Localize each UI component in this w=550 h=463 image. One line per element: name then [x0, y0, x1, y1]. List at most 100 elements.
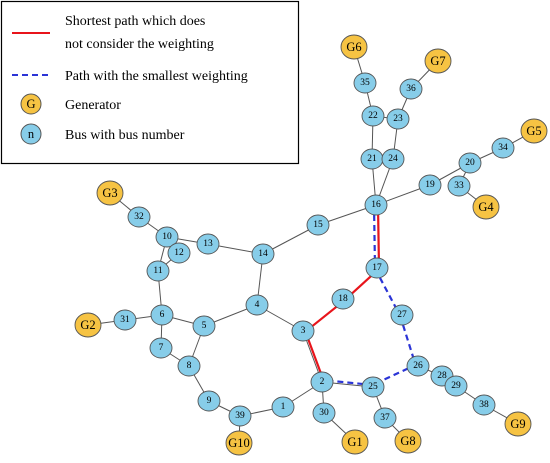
- bus-label: 29: [451, 381, 461, 391]
- bus-node: [331, 288, 355, 310]
- bus-node: [155, 226, 179, 248]
- bus-node: [149, 337, 173, 359]
- generator-G3: G3: [96, 180, 124, 206]
- bus-node: [386, 108, 410, 130]
- bus-label: 5: [202, 321, 207, 331]
- bus-11: 11: [146, 260, 170, 282]
- generator-node: [504, 411, 532, 437]
- bus-node: [251, 243, 275, 265]
- bus-38: 38: [472, 394, 496, 416]
- legend-bus-symbol: n: [28, 127, 35, 141]
- generator-node: [74, 312, 102, 338]
- bus-node: [365, 257, 389, 279]
- bus-node: [472, 394, 496, 416]
- bus-label: 25: [368, 382, 378, 392]
- bus-label: 31: [120, 315, 130, 325]
- bus-label: 15: [313, 220, 323, 230]
- bus-node: [381, 148, 405, 170]
- bus-23: 23: [386, 108, 410, 130]
- bus-label: 34: [498, 143, 508, 153]
- bus-node: [271, 396, 295, 418]
- generator-label: G3: [102, 186, 117, 200]
- legend-generator-icon: [20, 93, 42, 115]
- legend-shortest-path-label: Shortest path which does: [65, 14, 205, 29]
- legend-generator-symbol: G: [26, 97, 35, 111]
- generator-label: G2: [80, 318, 95, 332]
- bus-label: 10: [162, 232, 172, 242]
- bus-node: [113, 309, 137, 331]
- generator-G5: G5: [520, 118, 548, 144]
- generator-label: G7: [430, 54, 445, 68]
- generator-label: G1: [347, 435, 362, 449]
- bus-6: 6: [150, 304, 174, 326]
- bus-node: [167, 242, 191, 264]
- bus-node: [418, 174, 442, 196]
- bus-35: 35: [353, 72, 377, 94]
- generator-node: [341, 429, 369, 455]
- bus-node: [399, 78, 423, 100]
- bus-37: 37: [373, 407, 397, 429]
- bus-node: [447, 175, 471, 197]
- bus-13: 13: [196, 233, 220, 255]
- bus-21: 21: [360, 148, 384, 170]
- weighted-path-segment: [372, 205, 377, 269]
- legend-generator-label: Generator: [65, 98, 121, 113]
- bus-34: 34: [491, 137, 515, 159]
- bus-node: [373, 407, 397, 429]
- bus-32: 32: [127, 206, 151, 228]
- bus-node: [390, 304, 414, 326]
- bus-label: 13: [203, 239, 213, 249]
- bus-node: [291, 320, 315, 342]
- bus-24: 24: [381, 148, 405, 170]
- bus-3: 3: [291, 320, 315, 342]
- bus-node: [306, 214, 330, 236]
- bus-label: 4: [255, 300, 260, 310]
- bus-label: 17: [372, 263, 382, 273]
- bus-label: 2: [320, 377, 325, 387]
- generator-label: G6: [346, 40, 361, 54]
- bus-4: 4: [245, 294, 269, 316]
- bus-label: 24: [388, 154, 398, 164]
- bus-label: 3: [301, 326, 306, 336]
- bus-1: 1: [271, 396, 295, 418]
- legend: Shortest path which does not consider th…: [0, 0, 300, 165]
- bus-label: 36: [406, 84, 416, 94]
- bus-node: [353, 72, 377, 94]
- bus-25: 25: [361, 376, 385, 398]
- bus-label: 23: [393, 114, 403, 124]
- bus-30: 30: [312, 402, 336, 424]
- generator-node: [424, 48, 452, 74]
- generator-label: G10: [228, 436, 250, 450]
- bus-label: 20: [465, 158, 475, 168]
- bus-5: 5: [192, 315, 216, 337]
- bus-label: 8: [187, 361, 192, 371]
- generator-G10: G10: [225, 430, 253, 456]
- generator-label: G5: [526, 124, 541, 138]
- bus-label: 26: [413, 361, 423, 371]
- legend-bus-icon: [20, 123, 42, 145]
- bus-label: 37: [380, 413, 390, 423]
- bus-node: [312, 402, 336, 424]
- bus-label: 14: [258, 249, 268, 259]
- bus-9: 9: [197, 390, 221, 412]
- bus-label: 22: [368, 111, 378, 121]
- bus-label: 39: [235, 411, 245, 421]
- bus-14: 14: [251, 243, 275, 265]
- bus-31: 31: [113, 309, 137, 331]
- bus-label: 35: [360, 78, 370, 88]
- generator-node: [520, 118, 548, 144]
- bus-node: [364, 194, 388, 216]
- bus-39: 39: [228, 405, 252, 427]
- generator-node: [96, 180, 124, 206]
- bus-36: 36: [399, 78, 423, 100]
- bus-label: 33: [454, 181, 464, 191]
- bus-label: 21: [367, 154, 377, 164]
- bus-label: 11: [153, 266, 162, 276]
- bus-26: 26: [406, 355, 430, 377]
- generator-G1: G1: [341, 429, 369, 455]
- bus-node: [444, 375, 468, 397]
- generator-label: G9: [510, 417, 525, 431]
- bus-18: 18: [331, 288, 355, 310]
- bus-19: 19: [418, 174, 442, 196]
